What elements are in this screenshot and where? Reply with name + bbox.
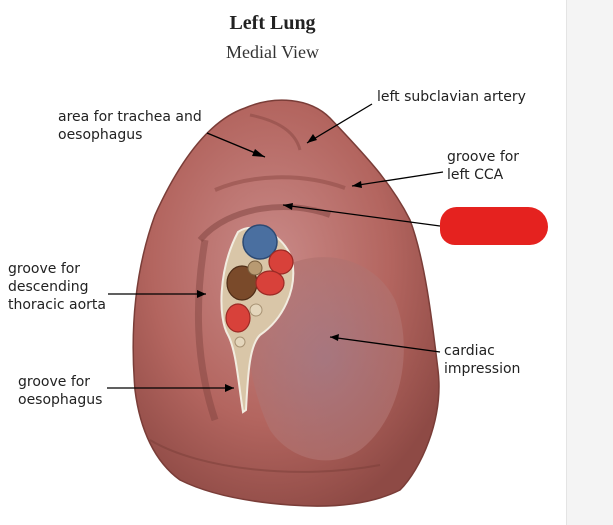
arrowhead-trachea <box>252 149 265 157</box>
cca-groove <box>214 175 346 192</box>
label-trachea: area for trachea and oesophagus <box>58 109 202 143</box>
vessel-red-3 <box>225 303 251 333</box>
arrowhead-cca <box>352 181 362 188</box>
leader-lines <box>107 103 444 389</box>
pulmonary-artery-blue <box>242 224 278 260</box>
inferior-border <box>149 439 381 473</box>
node-2 <box>234 336 246 348</box>
cardiac-impression <box>246 257 404 461</box>
arrowhead-cardiac <box>330 334 339 341</box>
arrowhead-aorta <box>197 290 206 298</box>
small-bronchus <box>247 260 263 276</box>
node-1 <box>249 303 263 317</box>
label-subclavian: left subclavian artery <box>377 89 526 105</box>
leader-cca <box>351 171 444 187</box>
vessel-red-2 <box>255 270 285 296</box>
label-cardiac: cardiac impression <box>444 343 521 377</box>
aortic-arch-groove <box>197 204 332 243</box>
leader-red-marker <box>282 204 441 227</box>
label-oesophagus: groove for oesophagus <box>18 374 103 408</box>
arrowhead-red-marker <box>283 203 293 210</box>
leader-arrowheads <box>197 134 362 392</box>
page-subtitle: Medial View <box>225 42 320 62</box>
leader-subclavian <box>306 103 373 144</box>
page-title: Left Lung <box>229 12 316 34</box>
right-margin <box>566 0 613 525</box>
apex-groove <box>249 113 302 151</box>
red-annotation-marker <box>440 207 548 245</box>
arrowhead-oesophagus <box>225 384 234 392</box>
descending-aorta-groove <box>194 239 219 422</box>
vessel-red-1 <box>268 249 294 275</box>
label-cca: groove for left CCA <box>447 149 520 183</box>
label-aorta: groove for descending thoracic aorta <box>8 261 106 313</box>
leader-cardiac <box>329 336 441 353</box>
arrowhead-subclavian <box>307 134 317 143</box>
